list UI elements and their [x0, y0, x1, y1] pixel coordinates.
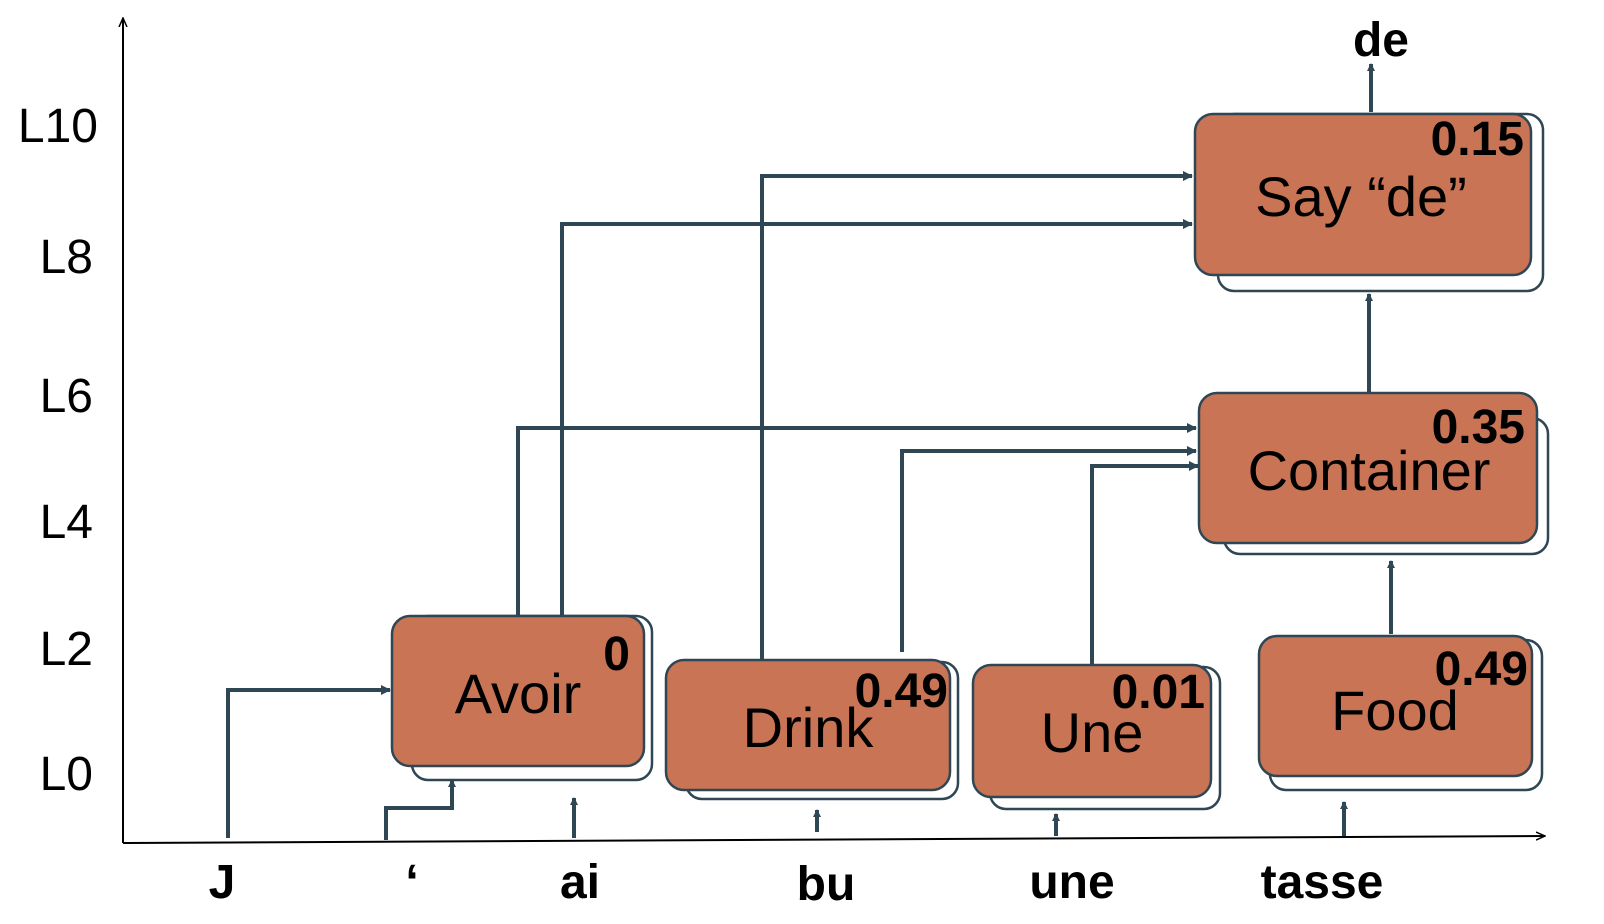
- node-food[interactable]: Food 0.49: [1257, 634, 1544, 792]
- edge-avoir-to-say-de: [560, 219, 1193, 616]
- edge-drink-to-container: [900, 446, 1197, 652]
- node-value: 0.49: [1435, 643, 1528, 696]
- token-ai: ai: [560, 856, 600, 909]
- node-label: Food: [1331, 679, 1459, 742]
- node-value: 0.01: [1112, 666, 1205, 719]
- node-label: Container: [1248, 439, 1491, 502]
- edge-avoir-to-container: [516, 423, 1197, 616]
- token-bu: bu: [797, 858, 856, 911]
- edge-j-to-avoir: [226, 685, 391, 838]
- edge-apostrophe-to-avoir: [384, 779, 456, 840]
- node-container[interactable]: Container 0.35: [1197, 391, 1550, 556]
- node-value: 0.35: [1432, 401, 1525, 454]
- y-label-l0: L0: [40, 748, 93, 801]
- node-value: 0: [603, 628, 630, 681]
- node-avoir[interactable]: Avoir 0: [390, 614, 654, 782]
- token-apostrophe: ‘: [405, 856, 418, 909]
- token-tasse: tasse: [1261, 856, 1384, 909]
- y-label-l10: L10: [18, 100, 98, 153]
- edge-une-to-container: [1090, 461, 1199, 666]
- node-une[interactable]: Une 0.01: [971, 663, 1222, 811]
- x-axis: [122, 836, 1545, 844]
- y-label-l8: L8: [40, 231, 93, 284]
- node-label: Avoir: [455, 662, 582, 725]
- node-label: Une: [1041, 701, 1144, 764]
- node-drink[interactable]: Drink 0.49: [664, 658, 960, 801]
- output-token-de: de: [1353, 14, 1409, 67]
- node-say-de[interactable]: Say “de” 0.15: [1193, 112, 1545, 293]
- node-value: 0.49: [855, 665, 948, 718]
- y-label-l4: L4: [40, 496, 93, 549]
- node-label: Drink: [743, 696, 875, 759]
- y-label-l2: L2: [40, 623, 93, 676]
- token-j: J: [209, 856, 236, 909]
- node-value: 0.15: [1431, 113, 1524, 166]
- edge-drink-to-say-de: [760, 171, 1193, 662]
- y-label-l6: L6: [40, 370, 93, 423]
- node-label: Say “de”: [1255, 165, 1467, 228]
- token-une: une: [1029, 856, 1114, 909]
